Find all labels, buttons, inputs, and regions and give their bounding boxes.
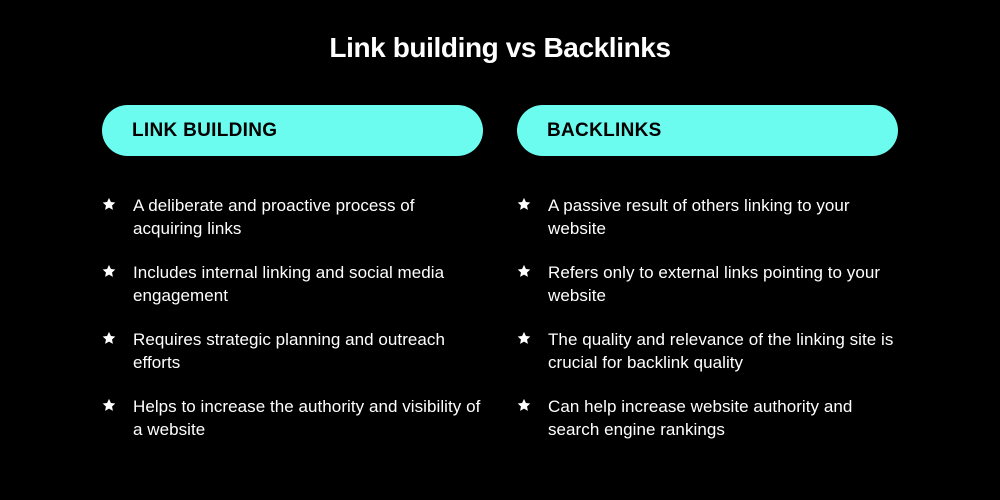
column-heading-label: LINK BUILDING bbox=[132, 120, 278, 141]
star-icon bbox=[102, 331, 116, 345]
list-item-text: Refers only to external links pointing t… bbox=[548, 263, 881, 305]
bullet-list-link-building: A deliberate and proactive process of ac… bbox=[102, 194, 483, 441]
list-item: A passive result of others linking to yo… bbox=[517, 194, 898, 240]
list-item-text: Includes internal linking and social med… bbox=[133, 263, 445, 305]
page-title: Link building vs Backlinks bbox=[329, 32, 671, 63]
list-item: Can help increase website authority and … bbox=[517, 395, 898, 441]
page-title-container: Link building vs Backlinks bbox=[0, 32, 1000, 64]
list-item: The quality and relevance of the linking… bbox=[517, 328, 898, 374]
star-icon bbox=[102, 398, 116, 412]
star-icon bbox=[102, 264, 116, 278]
star-icon bbox=[517, 264, 531, 278]
list-item: Helps to increase the authority and visi… bbox=[102, 395, 483, 441]
star-icon bbox=[517, 197, 531, 211]
list-item-text: Can help increase website authority and … bbox=[548, 397, 853, 439]
list-item: Includes internal linking and social med… bbox=[102, 261, 483, 307]
column-backlinks: BACKLINKS A passive result of others lin… bbox=[517, 105, 898, 441]
star-icon bbox=[102, 197, 116, 211]
column-link-building: LINK BUILDING A deliberate and proactive… bbox=[102, 105, 483, 441]
list-item-text: A deliberate and proactive process of ac… bbox=[133, 196, 415, 238]
list-item-text: Helps to increase the authority and visi… bbox=[133, 397, 481, 439]
list-item-text: Requires strategic planning and outreach… bbox=[133, 330, 445, 372]
comparison-columns: LINK BUILDING A deliberate and proactive… bbox=[102, 105, 898, 441]
list-item-text: A passive result of others linking to yo… bbox=[548, 196, 850, 238]
list-item: Refers only to external links pointing t… bbox=[517, 261, 898, 307]
list-item: Requires strategic planning and outreach… bbox=[102, 328, 483, 374]
column-heading-label: BACKLINKS bbox=[547, 120, 662, 141]
column-header-pill-backlinks: BACKLINKS bbox=[517, 105, 898, 156]
bullet-list-backlinks: A passive result of others linking to yo… bbox=[517, 194, 898, 441]
star-icon bbox=[517, 331, 531, 345]
star-icon bbox=[517, 398, 531, 412]
list-item-text: The quality and relevance of the linking… bbox=[548, 330, 894, 372]
column-header-pill-link-building: LINK BUILDING bbox=[102, 105, 483, 156]
list-item: A deliberate and proactive process of ac… bbox=[102, 194, 483, 240]
